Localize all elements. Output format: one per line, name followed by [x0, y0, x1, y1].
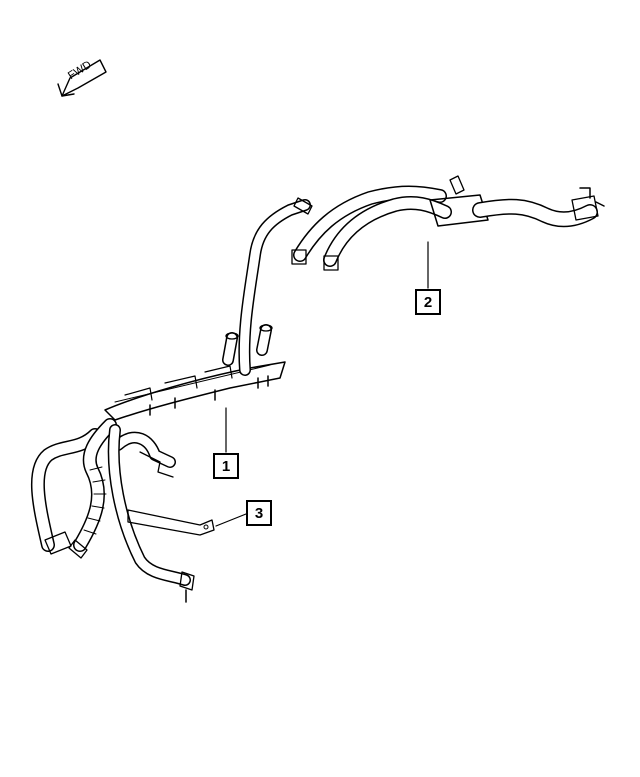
arrow-left-icon: [57, 59, 107, 97]
leader-lines: [215, 241, 429, 527]
callout-3[interactable]: 3: [246, 500, 272, 526]
callout-2[interactable]: 2: [415, 289, 441, 315]
hose-assembly-2: [291, 175, 605, 271]
callout-1[interactable]: 1: [213, 453, 239, 479]
bracket: [127, 451, 215, 536]
hose-assembly-1: [30, 197, 313, 603]
